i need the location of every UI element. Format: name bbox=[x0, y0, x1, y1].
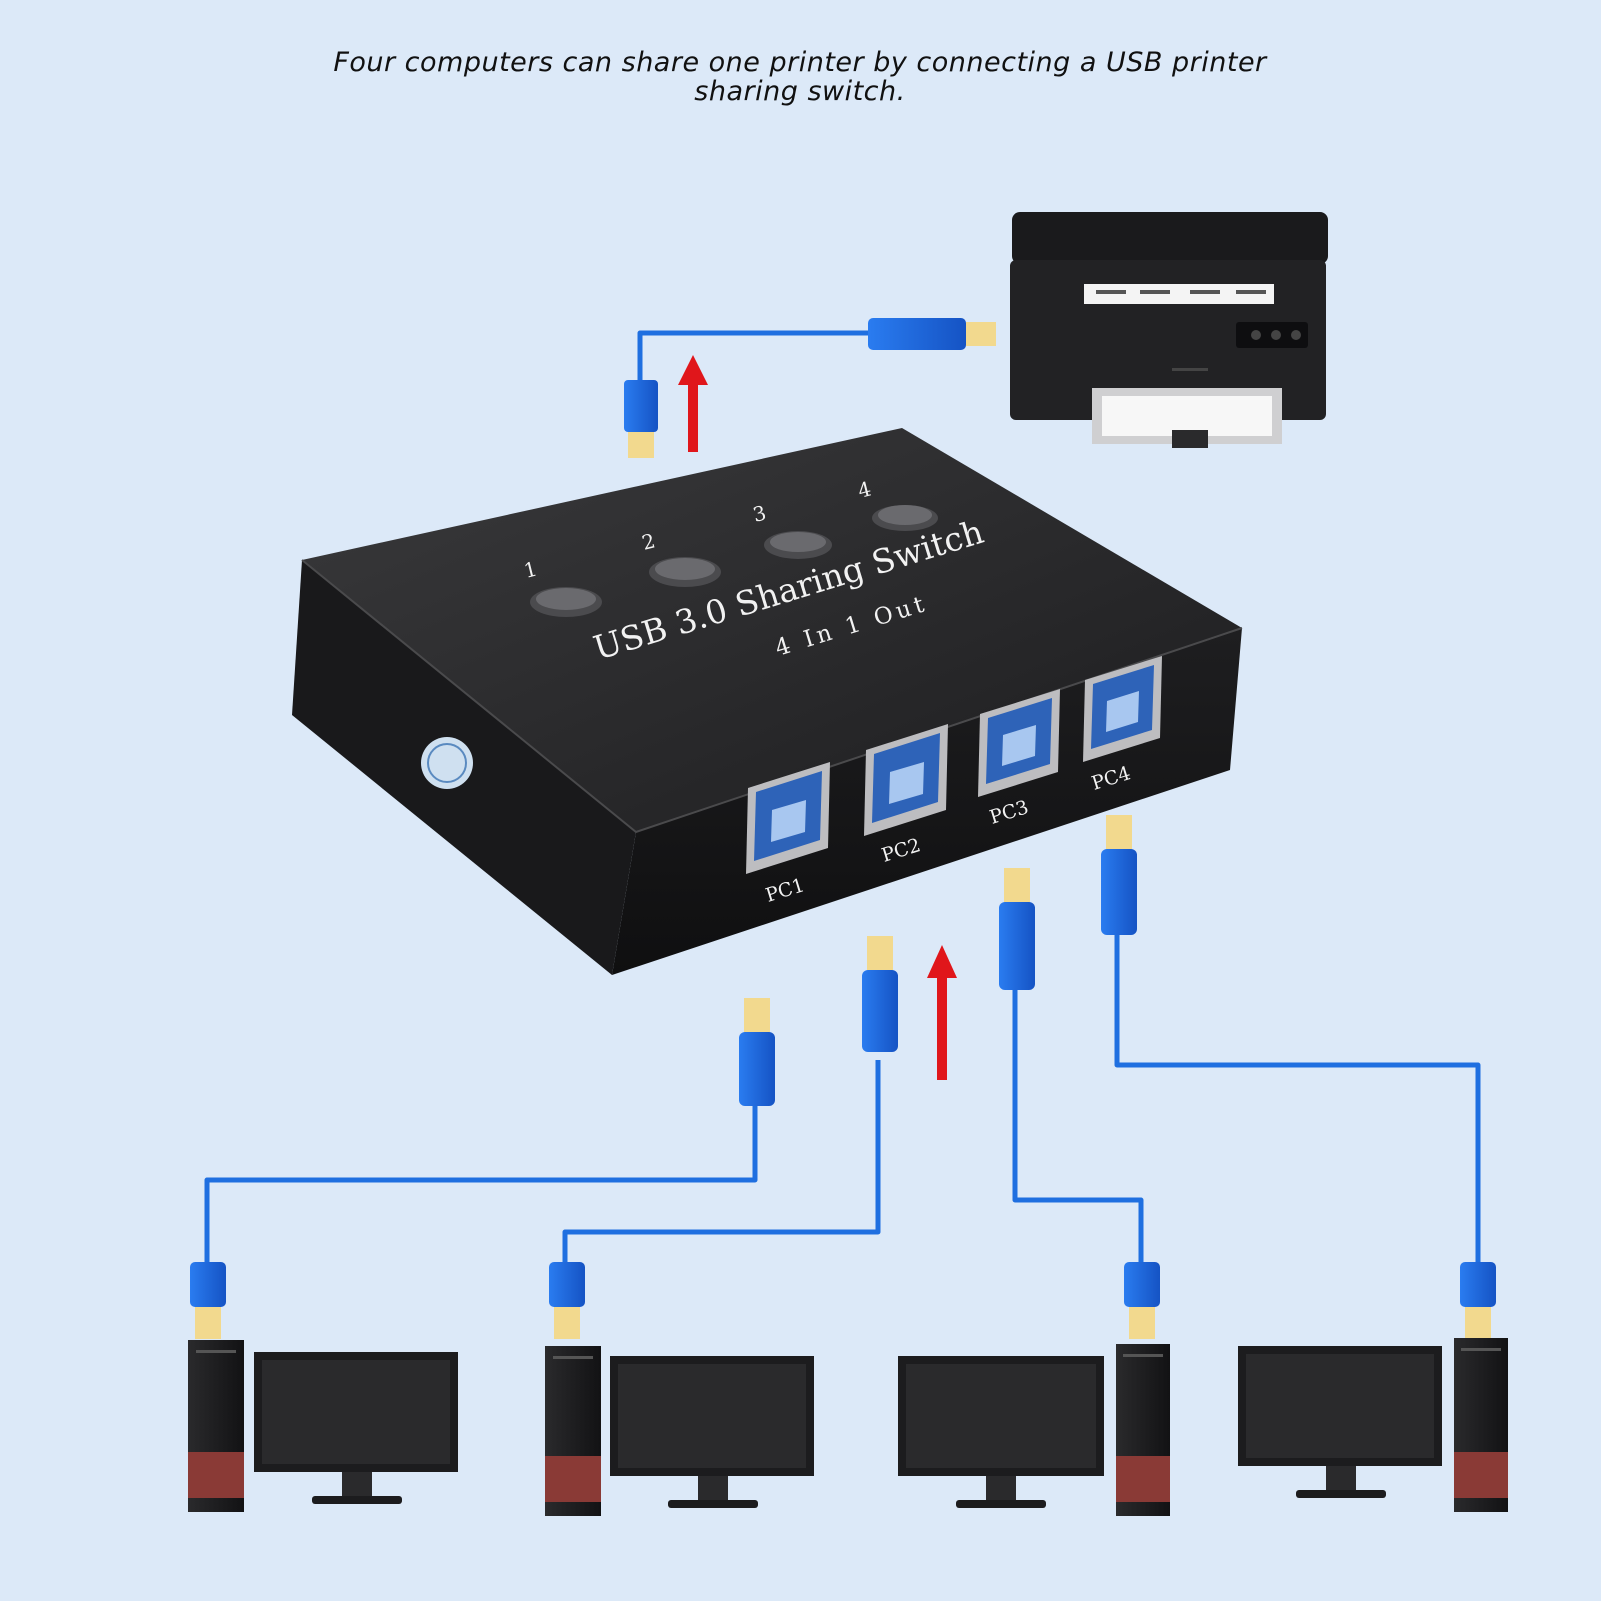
button-label-3: 3 bbox=[750, 500, 768, 526]
button-1 bbox=[530, 587, 602, 617]
desktop-computer-icon bbox=[545, 1346, 601, 1516]
printer-icon bbox=[1010, 212, 1328, 448]
up-arrow-icon bbox=[927, 945, 957, 1080]
monitor-icon bbox=[898, 1356, 1104, 1508]
usb-connector-icon bbox=[1460, 1262, 1496, 1339]
button-label-4: 4 bbox=[855, 476, 873, 502]
cable-pc3 bbox=[1012, 990, 1144, 1265]
usb-connector-icon bbox=[1124, 1262, 1160, 1339]
computer-1 bbox=[188, 1340, 458, 1512]
up-arrow-icon bbox=[678, 355, 708, 452]
usb-connector-icon bbox=[868, 318, 996, 350]
cables bbox=[204, 330, 1481, 1265]
monitor-icon bbox=[1238, 1346, 1442, 1498]
cable-printer bbox=[637, 330, 870, 380]
usb-connector-icon bbox=[739, 998, 775, 1106]
desktop-computer-icon bbox=[1116, 1344, 1170, 1516]
port-pc1 bbox=[746, 762, 830, 874]
port-pc2 bbox=[864, 724, 948, 836]
monitor-icon bbox=[610, 1356, 814, 1508]
monitor-icon bbox=[254, 1352, 458, 1504]
usb-connector-icon bbox=[624, 380, 658, 458]
usb-sharing-switch: 1 2 3 4 USB 3.0 Sharing Switch 4 In 1 Ou… bbox=[292, 428, 1243, 975]
computer-2 bbox=[545, 1346, 814, 1516]
button-4 bbox=[872, 505, 938, 531]
cable-pc4 bbox=[1114, 935, 1481, 1265]
button-3 bbox=[764, 531, 832, 559]
qc-sticker-icon bbox=[421, 737, 473, 789]
computer-4 bbox=[1238, 1338, 1508, 1512]
desktop-computer-icon bbox=[1454, 1338, 1508, 1512]
usb-connector-icon bbox=[999, 868, 1035, 990]
desktop-computer-icon bbox=[188, 1340, 244, 1512]
usb-connector-icon bbox=[1101, 815, 1137, 935]
computer-3 bbox=[898, 1344, 1170, 1516]
diagram-caption: Four computers can share one printer by … bbox=[333, 47, 1267, 107]
button-label-1: 1 bbox=[521, 556, 539, 582]
port-pc4 bbox=[1083, 656, 1162, 762]
cable-pc1 bbox=[204, 1105, 758, 1265]
usb-connector-icon bbox=[190, 1262, 226, 1339]
button-2 bbox=[649, 557, 721, 587]
usb-connector-icon bbox=[862, 936, 898, 1052]
button-label-2: 2 bbox=[639, 528, 657, 554]
cable-pc2 bbox=[562, 1060, 881, 1265]
port-pc3 bbox=[978, 689, 1060, 797]
usb-connector-icon bbox=[549, 1262, 585, 1339]
